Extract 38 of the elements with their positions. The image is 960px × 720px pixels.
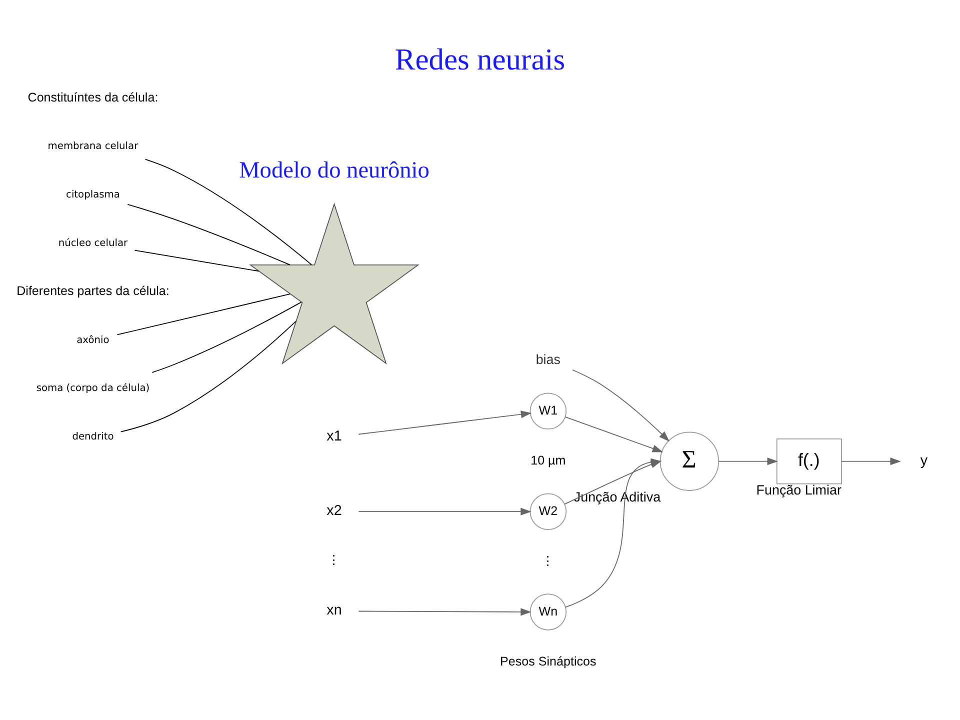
connector [127,204,290,266]
diagram-title: Redes neurais [394,42,566,77]
node-text: y [920,452,928,469]
arrow [358,410,532,435]
arrow [564,416,664,452]
node-text: x2 [326,502,342,519]
label: Diferentes partes da célula: [16,284,170,298]
node-text: citoplasma [66,189,120,200]
node-label: Função Limiar [756,482,842,498]
connector [152,302,302,373]
connector [120,320,297,432]
label: ⋮ [328,553,341,568]
label: Constituíntes da célula: [28,90,158,104]
connector [144,158,312,266]
arrow [572,369,670,442]
connector [116,294,291,336]
node-text: dendrito [72,432,114,443]
label: Pesos Sinápticos [500,654,596,669]
node-text: núcleo celular [58,238,128,249]
node-circle: W2 [530,493,567,530]
node-text: x1 [326,428,342,445]
node-text: bias [536,352,560,368]
node-text: axônio [76,334,110,346]
arrow [841,458,902,466]
node-text: xn [326,602,342,619]
node-circle: W1 [530,392,567,430]
connector [134,250,260,272]
node-text: membrana celular [48,141,138,152]
node-circle: Wn [530,594,567,630]
arrow [358,608,532,616]
label: Modelo do neurônio [239,157,430,184]
node-box: f(.) [776,438,842,484]
arrow [358,508,532,516]
node-text: soma (corpo da célula) [36,383,150,394]
arrow [718,458,778,466]
label: ⋮ [542,554,555,568]
label: 10 µm [530,454,566,468]
node-picture [249,202,420,365]
